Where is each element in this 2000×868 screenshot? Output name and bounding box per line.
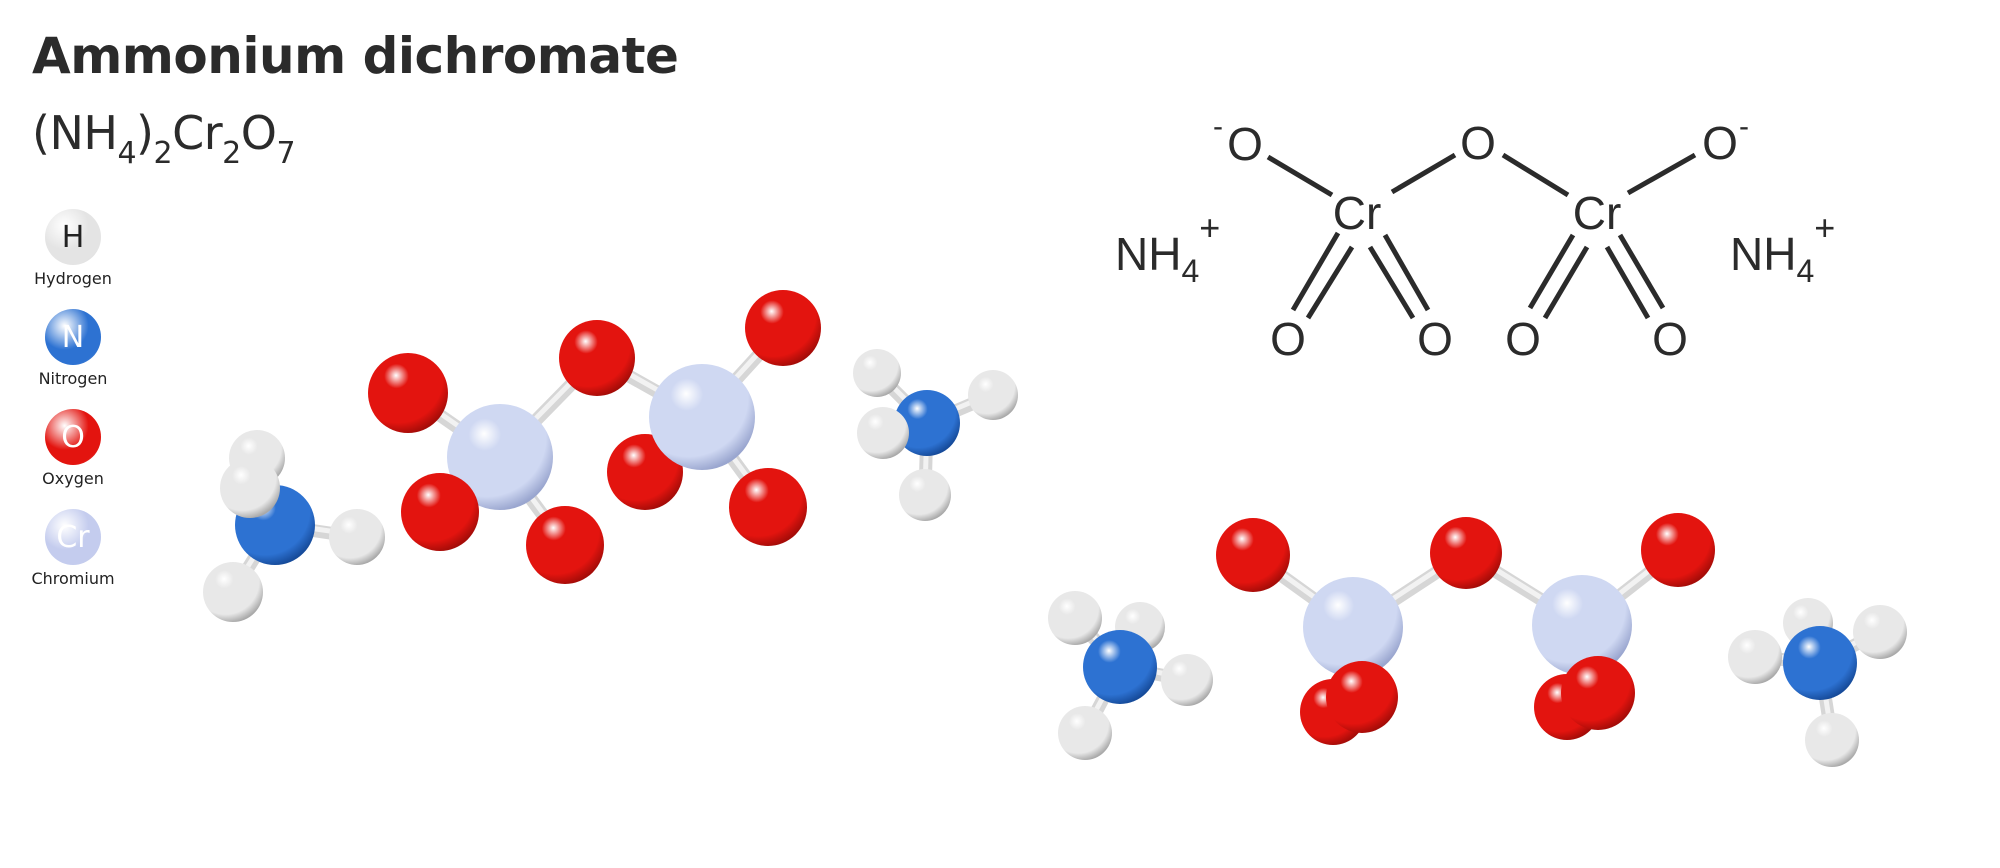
hydrogen-atom — [220, 458, 280, 518]
oxygen-atom — [559, 320, 635, 396]
oxygen-atom — [368, 353, 448, 433]
chromium-atom — [447, 404, 553, 510]
oxygen-label: O — [1270, 313, 1306, 365]
chromium-atom-icon: Cr — [45, 509, 101, 565]
bond-line — [1305, 245, 1355, 320]
ammonium-cation-label: NH4+ — [1115, 207, 1220, 289]
formula-subscript: 4 — [117, 136, 137, 171]
legend-label: Hydrogen — [34, 269, 112, 288]
formula-part: (NH — [32, 106, 118, 160]
bond-line — [1290, 231, 1341, 312]
oxygen-atom — [745, 290, 821, 366]
oxygen-label: O — [1702, 117, 1738, 169]
hydrogen-atom — [1161, 654, 1213, 706]
hydrogen-atom — [203, 562, 263, 622]
bond-line — [1501, 152, 1570, 198]
ball-stick-view-2 — [1048, 513, 1907, 767]
oxygen-label: O — [1227, 118, 1263, 170]
bond-line — [1527, 233, 1576, 310]
oxygen-atom — [1430, 517, 1502, 589]
molecular-formula: (NH4)2Cr2O7 — [32, 103, 296, 169]
element-legend: H Hydrogen N Nitrogen O Oxygen Cr Chromi… — [28, 206, 118, 606]
ammonium-cation-label: NH4+ — [1730, 207, 1835, 289]
oxygen-atom-icon: O — [45, 409, 101, 465]
formula-part: ) — [136, 106, 154, 160]
negative-charge: - — [1213, 110, 1223, 143]
ball-stick-view-1 — [203, 290, 1018, 622]
oxygen-atom — [1326, 661, 1398, 733]
chromium-label: Cr — [1333, 187, 1382, 239]
legend-label: Oxygen — [42, 469, 104, 488]
negative-charge: - — [1739, 110, 1749, 143]
bond-line — [1266, 154, 1334, 198]
hydrogen-atom — [329, 509, 385, 565]
compound-name: Ammonium dichromate — [32, 27, 679, 85]
nitrogen-atom-icon: N — [45, 309, 101, 365]
oxygen-atom — [729, 468, 807, 546]
chromium-atom — [649, 364, 755, 470]
oxygen-atom — [1641, 513, 1715, 587]
nitrogen-atom — [1783, 626, 1857, 700]
legend-label: Chromium — [31, 569, 115, 588]
chromium-atom — [1532, 575, 1632, 675]
hydrogen-atom — [899, 469, 951, 521]
legend-item-oxygen: O Oxygen — [28, 406, 118, 506]
chromium-atom — [1303, 577, 1403, 677]
hydrogen-atom — [1853, 605, 1907, 659]
legend-item-chromium: Cr Chromium — [28, 506, 118, 606]
oxygen-label: O — [1417, 313, 1453, 365]
hydrogen-atom — [853, 349, 901, 397]
nitrogen-atom — [1083, 630, 1157, 704]
formula-subscript: 7 — [276, 136, 296, 171]
hydrogen-atom — [1728, 630, 1782, 684]
bond-line — [1604, 245, 1651, 320]
bond-line — [1542, 245, 1590, 320]
hydrogen-atom — [1048, 591, 1102, 645]
hydrogen-atom-icon: H — [45, 209, 101, 265]
formula-subscript: 2 — [153, 136, 173, 171]
formula-part: Cr — [172, 106, 223, 160]
oxygen-atom — [401, 473, 479, 551]
legend-item-nitrogen: N Nitrogen — [28, 306, 118, 406]
oxygen-atom — [1561, 656, 1635, 730]
hydrogen-atom — [1805, 713, 1859, 767]
formula-subscript: 2 — [222, 136, 241, 171]
oxygen-label: O — [1652, 313, 1688, 365]
bond-line — [1367, 245, 1416, 320]
nitrogen-atom — [894, 390, 960, 456]
bond-line — [1390, 152, 1457, 195]
legend-label: Nitrogen — [38, 369, 108, 388]
hydrogen-atom — [1058, 706, 1112, 760]
bond-line — [1617, 233, 1666, 310]
oxygen-atom — [1216, 518, 1290, 592]
oxygen-atom — [526, 506, 604, 584]
legend-item-hydrogen: H Hydrogen — [28, 206, 118, 306]
oxygen-label: O — [1505, 313, 1541, 365]
hydrogen-atom — [968, 370, 1018, 420]
oxygen-label: O — [1460, 117, 1496, 169]
hydrogen-atom — [857, 407, 909, 459]
ball-and-stick-models — [203, 290, 1907, 767]
formula-part: O — [240, 106, 277, 160]
chromium-label: Cr — [1573, 187, 1622, 239]
bond-line — [1382, 233, 1431, 312]
bond-line — [1626, 152, 1697, 196]
